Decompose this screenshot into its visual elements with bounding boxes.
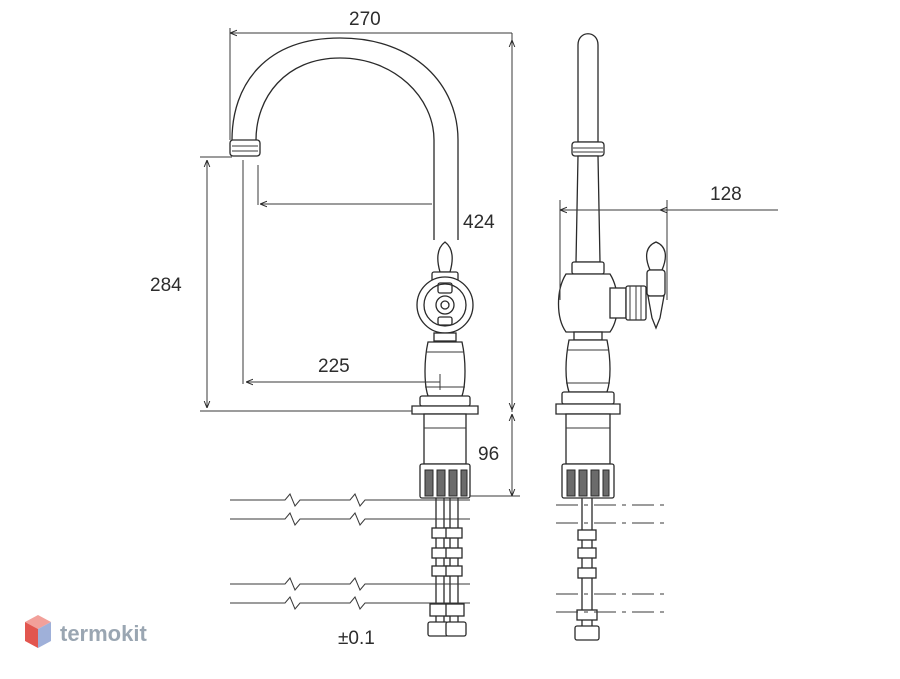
base-flange [411, 405, 479, 415]
dim-284-label: 284 [150, 275, 182, 296]
dim-424-label: 424 [463, 212, 495, 233]
dim-128-label: 128 [710, 184, 742, 205]
break-lines-front [230, 493, 470, 610]
tolerance-label: ±0.1 [338, 628, 375, 649]
shank [423, 413, 467, 465]
dim-total-height: 424 [463, 33, 512, 412]
dim-225-label: 225 [318, 356, 350, 377]
hexagon-logo-icon [25, 615, 51, 648]
dim-96-label: 96 [478, 444, 499, 465]
side-faucet-body [565, 339, 611, 393]
termokit-logo: termokit [25, 615, 147, 648]
side-ball-body [557, 273, 619, 333]
dim-lever-to-spout: 225 [246, 356, 441, 390]
side-view: 128 [555, 33, 778, 641]
flex-hoses-side [574, 498, 600, 641]
dim-base-height: 96 [470, 414, 520, 497]
lever-handle [437, 241, 453, 273]
spout-inner [255, 57, 435, 240]
spout-outer [231, 37, 459, 240]
aerator [229, 139, 261, 157]
flex-hoses-front [427, 498, 467, 637]
brand-name: termokit [60, 621, 147, 646]
side-break-lines [556, 504, 668, 613]
faucet-body [424, 341, 466, 397]
dim-spout-height: 284 [150, 156, 412, 412]
front-view: 270 424 96 284 225 [150, 9, 520, 649]
side-spout [577, 33, 599, 143]
dim-270-label: 270 [349, 9, 381, 30]
dim-side-depth: 128 [559, 184, 778, 300]
side-lever-handle [645, 241, 667, 271]
dim-spout-reach: 270 [229, 9, 512, 140]
